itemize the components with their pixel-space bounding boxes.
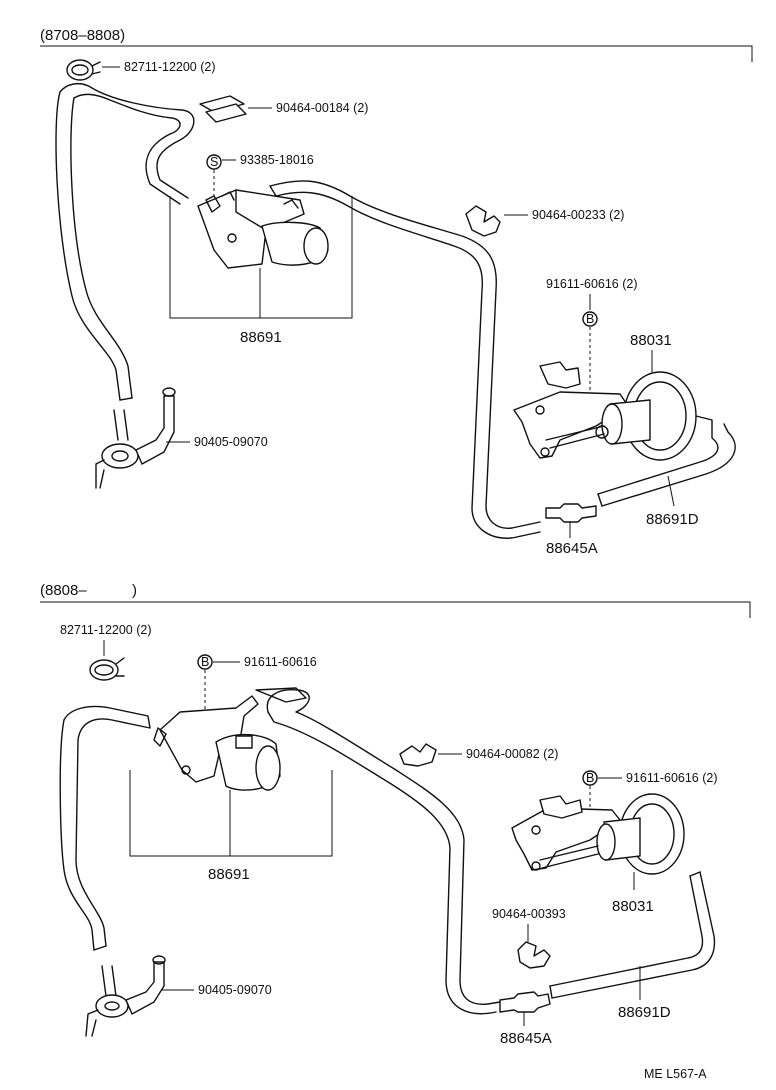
bottom-bracket	[40, 601, 751, 618]
bottom-clip-1	[399, 743, 437, 767]
bottom-label-clamp: 82711-12200 (2)	[60, 623, 152, 637]
bottom-hose-d-b	[551, 871, 716, 999]
top-vsv	[197, 189, 329, 269]
top-label-actuator: 88031	[630, 332, 672, 349]
bottom-union	[85, 955, 166, 1037]
top-label-vsv: 88691	[240, 329, 282, 346]
top-label-clip-2: 90464-00233 (2)	[532, 208, 624, 222]
bottom-marker-b1-text: B	[201, 655, 209, 669]
top-hose-right-a	[269, 180, 541, 529]
top-header: (8708–8808)	[40, 27, 125, 44]
top-marker-s-text: S	[210, 155, 218, 169]
top-actuator	[513, 361, 713, 461]
bottom-actuator	[511, 793, 685, 875]
bottom-marker-b2	[582, 770, 598, 786]
bottom-label-joint: 88645A	[500, 1030, 552, 1047]
top-hose-d-a	[597, 429, 719, 495]
bottom-clamp	[89, 657, 125, 681]
top-section: (8708–8808) 82711-12200 (2) 90464-00184 …	[40, 27, 753, 557]
bottom-label-union: 90405-09070	[198, 983, 272, 997]
bottom-joint	[499, 991, 551, 1013]
top-label-clip-1: 90464-00184 (2)	[276, 101, 368, 115]
top-clip-2	[465, 205, 501, 237]
top-marker-b	[582, 311, 598, 327]
bottom-hose-left-b	[59, 719, 95, 951]
top-marker-s	[206, 154, 222, 170]
top-label-hose-d: 88691D	[646, 511, 699, 528]
bottom-hose-left-a	[63, 705, 151, 947]
bottom-header: (8808–	[40, 582, 87, 599]
top-hose-right-b	[275, 191, 541, 539]
bottom-label-bolt-2: 91611-60616 (2)	[626, 771, 718, 785]
bottom-marker-b2-text: B	[586, 771, 594, 785]
bottom-header-close: )	[132, 582, 137, 599]
bottom-hose-right-a	[266, 689, 501, 1005]
bottom-label-clip-1: 90464-00082 (2)	[466, 747, 558, 761]
top-hose-left-upper-b	[73, 93, 181, 205]
top-clamp	[66, 59, 101, 81]
bottom-vsv	[153, 695, 281, 791]
top-union	[95, 387, 176, 489]
top-label-union: 90405-09070	[194, 435, 268, 449]
bottom-label-hose-d: 88691D	[618, 1004, 671, 1021]
top-joint	[545, 503, 597, 523]
top-vsv-bracket	[169, 196, 353, 319]
bottom-label-clip-2: 90464-00393	[492, 907, 566, 921]
top-hose-left-side-a	[55, 91, 121, 401]
top-hose-d-b	[601, 423, 736, 507]
top-bracket	[40, 45, 753, 62]
bottom-section: (8808– ) 82711-12200 (2) B 91611-60616	[40, 582, 751, 1047]
diagram-code: ME L567-A	[644, 1067, 707, 1081]
top-label-screw: 93385-18016	[240, 153, 314, 167]
bottom-label-vsv: 88691	[208, 866, 250, 883]
top-label-joint: 88645A	[546, 540, 598, 557]
bottom-label-actuator: 88031	[612, 898, 654, 915]
top-label-clamp: 82711-12200 (2)	[124, 60, 216, 74]
bottom-label-bolt-1: 91611-60616	[244, 655, 317, 669]
top-hose-left-upper-a	[59, 82, 195, 199]
top-hose-left-side-b	[70, 97, 133, 399]
top-label-bolt: 91611-60616 (2)	[546, 277, 638, 291]
bottom-marker-b1	[197, 654, 213, 670]
top-clip-1	[199, 95, 247, 123]
top-marker-b-text: B	[586, 312, 594, 326]
bottom-vsv-bracket	[129, 770, 333, 857]
bottom-hose-d-a	[549, 875, 704, 987]
bottom-clip-2	[517, 941, 551, 969]
